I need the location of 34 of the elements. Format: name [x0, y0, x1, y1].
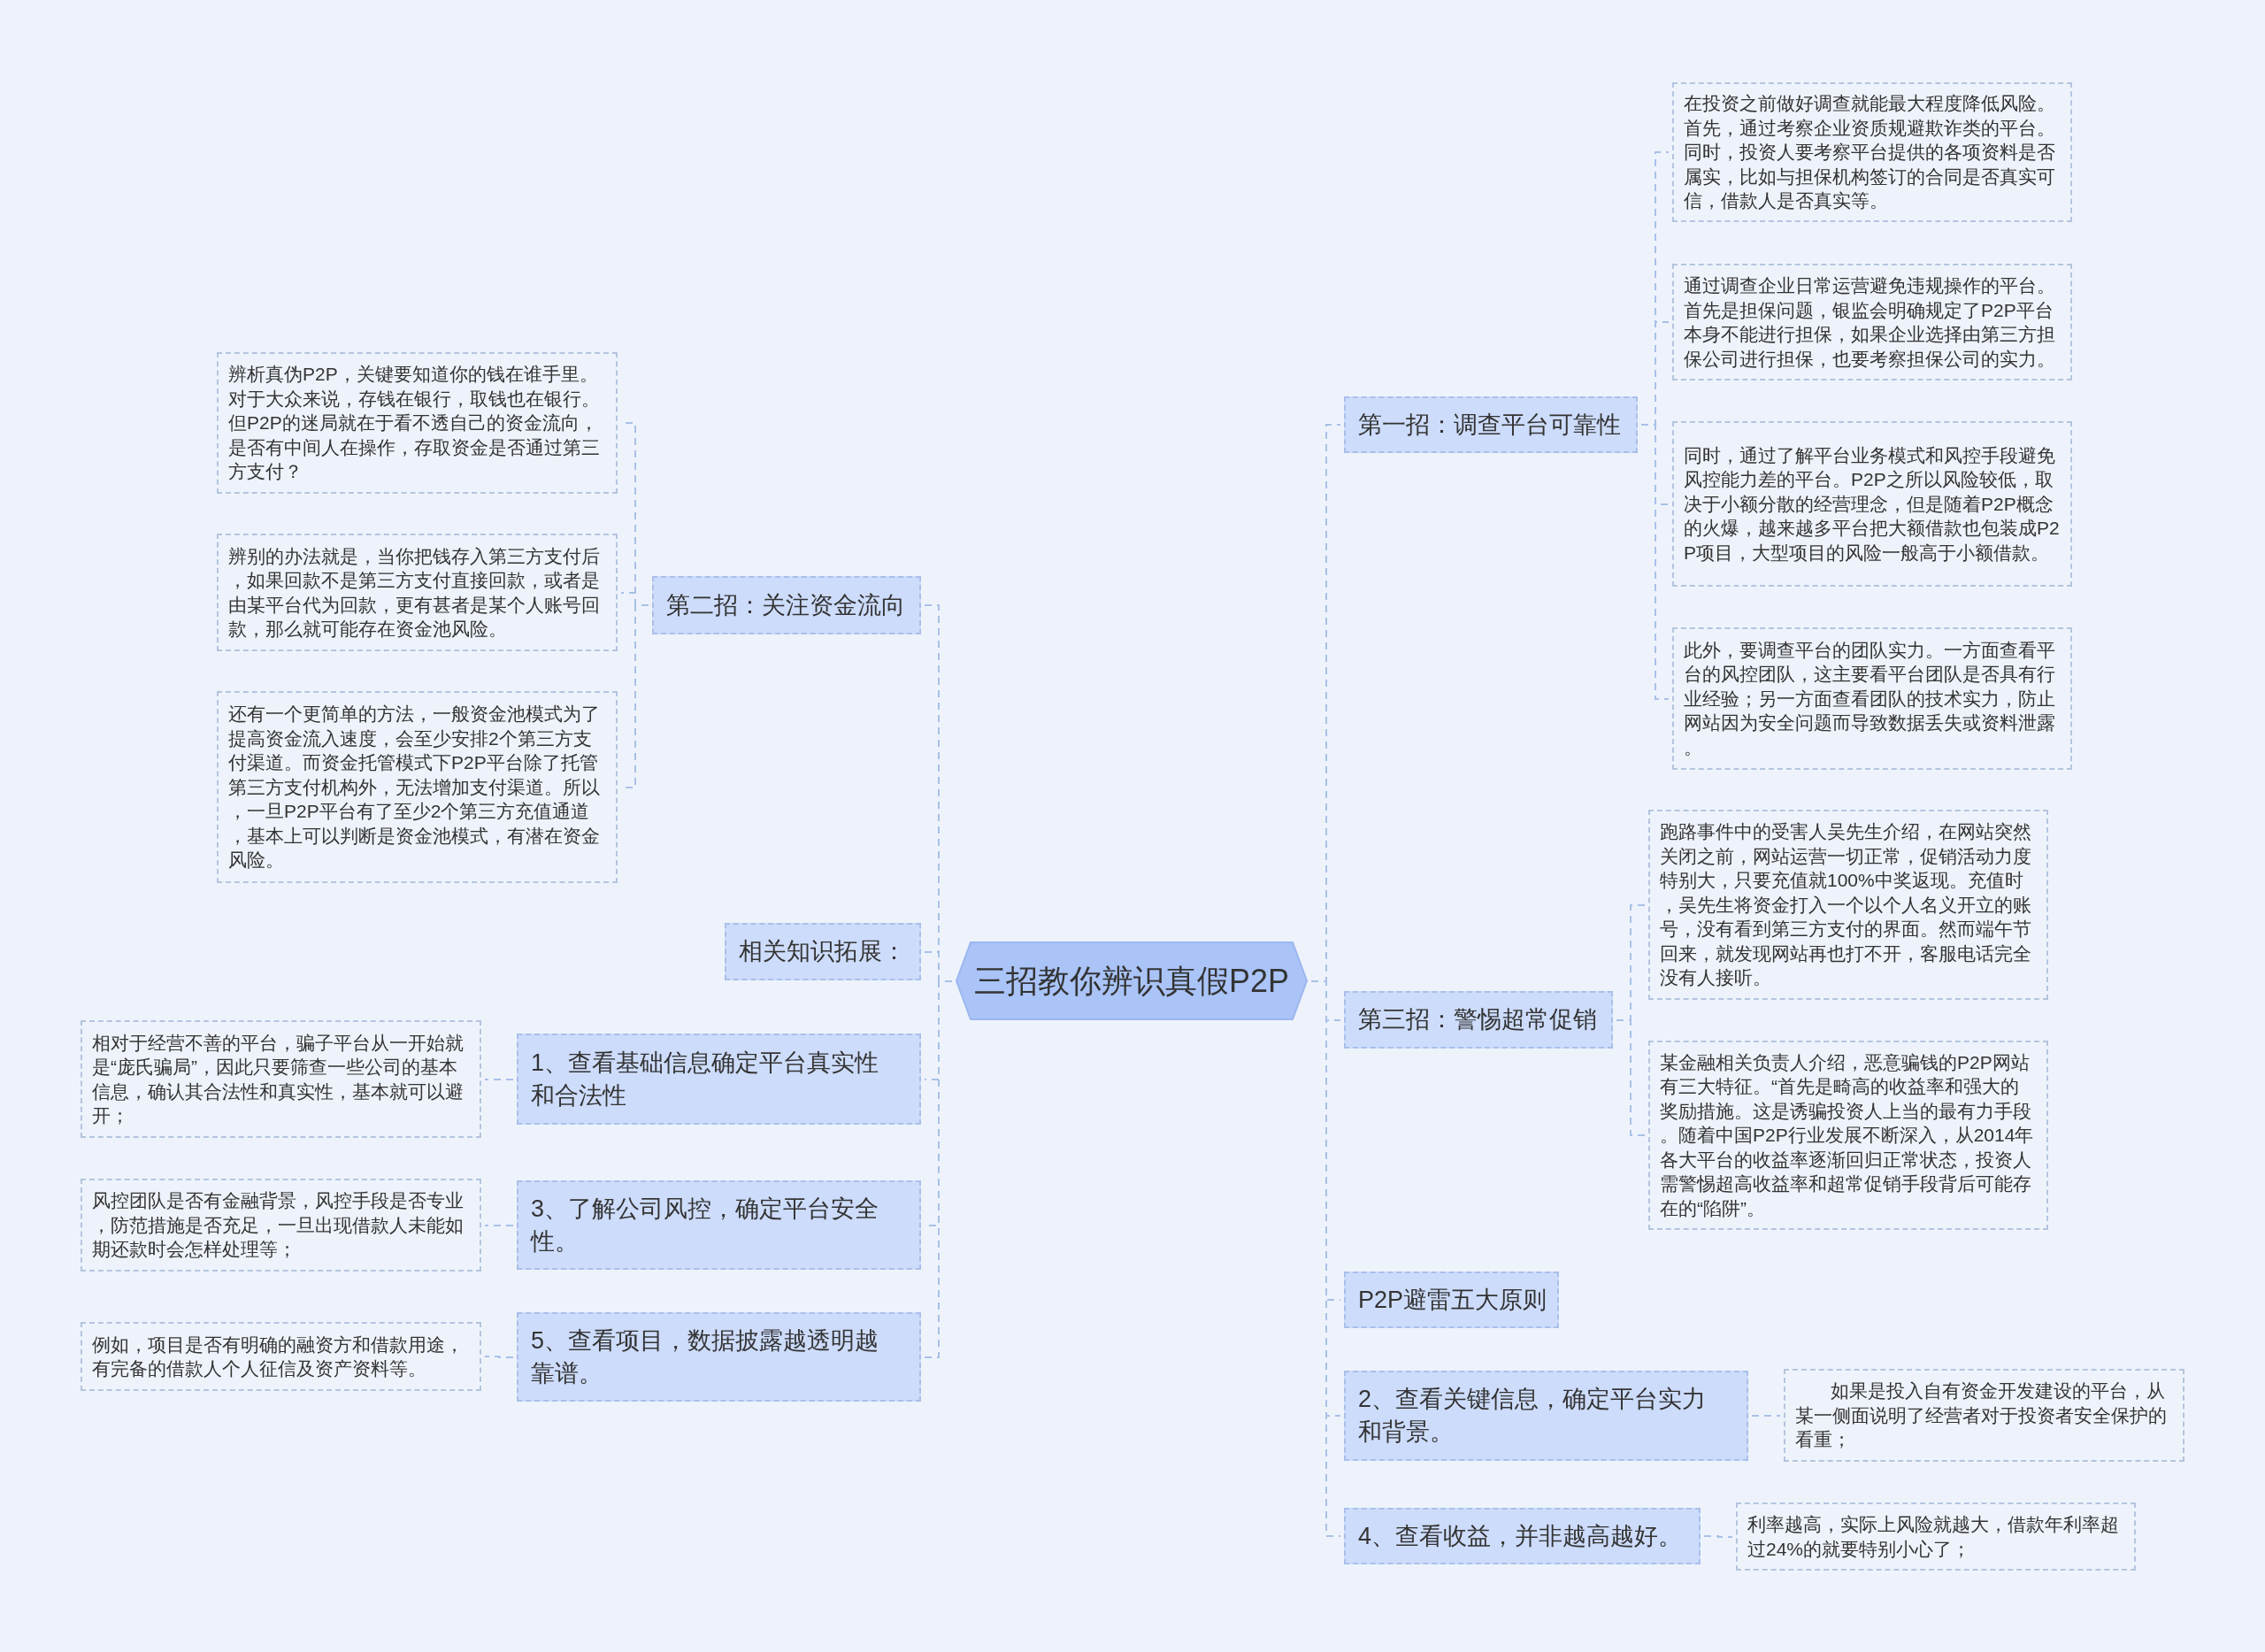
topic-box: 第三招：警惕超常促销: [1344, 991, 1613, 1049]
note-box: 相对于经营不善的平台，骗子平台从一开始就是“庞氏骗局”，因此只要筛查一些公司的基本信息，确认其合法性和真实性，基本就可以避开；: [81, 1020, 481, 1138]
topic-box: 4、查看收益，并非越高越好。: [1344, 1508, 1701, 1564]
note-box: 某金融相关负责人介绍，恶意骗钱的P2P网站有三大特征。“首先是畸高的收益率和强大的奖励措施。这是诱骗投资人上当的最有力手段。随着中国P2P行业发展不断深入，从2014年各大平台的收益率逐渐回归正常状态，投资人需警惕超高收益率和超常促销手段背后可能存在的“陷阱”。: [1648, 1041, 2048, 1230]
note-box: 跑路事件中的受害人吴先生介绍，在网站突然关闭之前，网站运营一切正常，促销活动力度特别大，只要充值就100%中奖返现。充值时，吴先生将资金打入一个以个人名义开立的账号，没有看到第三方支付的界面。然而端午节回来，就发现网站再也打不开，客服电话完全没有人接听。: [1648, 810, 2048, 1000]
note-box: 辨别的办法就是，当你把钱存入第三方支付后，如果回款不是第三方支付直接回款，或者是由某平台代为回款，更有甚者是某个人账号回款，那么就可能存在资金池风险。: [217, 534, 618, 651]
connector-line: [484, 1225, 514, 1226]
note-box: 还有一个更简单的方法，一般资金池模式为了提高资金流入速度，会至少安排2个第三方支付渠道。而资金托管模式下P2P平台除了托管第三方支付机构外，无法增加支付渠道。所以，一旦P2P平台有了至少2个第三方充值通道，基本上可以判断是资金池模式，有潜在资金风险。: [217, 691, 618, 883]
topic-box: 第二招：关注资金流向: [652, 576, 921, 634]
connector-line: [1640, 424, 1670, 700]
note-box: 同时，通过了解平台业务模式和风控手段避免风控能力差的平台。P2P之所以风险较低，取决于小额分散的经营理念，但是随着P2P概念的火爆，越来越多平台把大额借款也包装成P2P项目，大型项目的风险一般高于小额借款。: [1672, 421, 2072, 587]
topic-box: 5、查看项目，数据披露越透明越靠谱。: [517, 1312, 921, 1402]
topic-box: 第一招：调查平台可靠性: [1344, 396, 1638, 453]
topic-box: P2P避雷五大原则: [1344, 1272, 1559, 1328]
connector-line: [1703, 1535, 1733, 1538]
connector-line: [924, 980, 953, 1358]
topic-box: 1、查看基础信息确定平台真实性和合法性: [517, 1033, 921, 1125]
topic-box: 2、查看关键信息，确定平台实力和背景。: [1344, 1371, 1748, 1461]
connector-line: [484, 1356, 514, 1358]
note-box: 此外，要调查平台的团队实力。一方面查看平台的风控团队，这主要看平台团队是否具有行业经验；另一方面查看团队的技术实力，防止网站因为安全问题而导致数据丢失或资料泄露。: [1672, 627, 2072, 770]
connector-line: [1310, 980, 1341, 1537]
note-box: 在投资之前做好调查就能最大程度降低风险。首先，通过考察企业资质规避欺诈类的平台。同时，投资人要考察平台提供的各项资料是否属实，比如与担保机构签订的合同是否真实可信，借款人是否真实等。: [1672, 82, 2072, 222]
connector-line: [1616, 1019, 1646, 1136]
topic-box: 3、了解公司风控，确定平台安全性。: [517, 1180, 921, 1270]
note-box: 例如，项目是否有明确的融资方和借款用途，有完备的借款人个人征信及资产资料等。: [81, 1322, 481, 1391]
note-box: 辨析真伪P2P，关键要知道你的钱在谁手里。对于大众来说，存钱在银行，取钱也在银行。但P2P的迷局就在于看不透自己的资金流向，是否有中间人在操作，存取资金是否通过第三方支付？: [217, 352, 618, 494]
note-box: 通过调查企业日常运营避免违规操作的平台。首先是担保问题，银监会明确规定了P2P平台本身不能进行担保，如果企业选择由第三方担保公司进行担保，也要考察担保公司的实力。: [1672, 264, 2072, 380]
connector-line: [484, 1079, 514, 1080]
note-box: 如果是投入自有资金开发建设的平台，从某一侧面说明了经营者对于投资者安全保护的看重；: [1784, 1369, 2184, 1462]
central-topic: 三招教你辨识真假P2P: [956, 941, 1308, 1020]
topic-box: 相关知识拓展：: [725, 923, 921, 980]
note-box: 利率越高，实际上风险就越大，借款年利率超过24%的就要特别小心了；: [1736, 1502, 2136, 1571]
note-box: 风控团队是否有金融背景，风控手段是否专业，防范措施是否充足，一旦出现借款人未能如期还款时会怎样处理等；: [81, 1179, 481, 1272]
connector-line: [1751, 1415, 1781, 1417]
